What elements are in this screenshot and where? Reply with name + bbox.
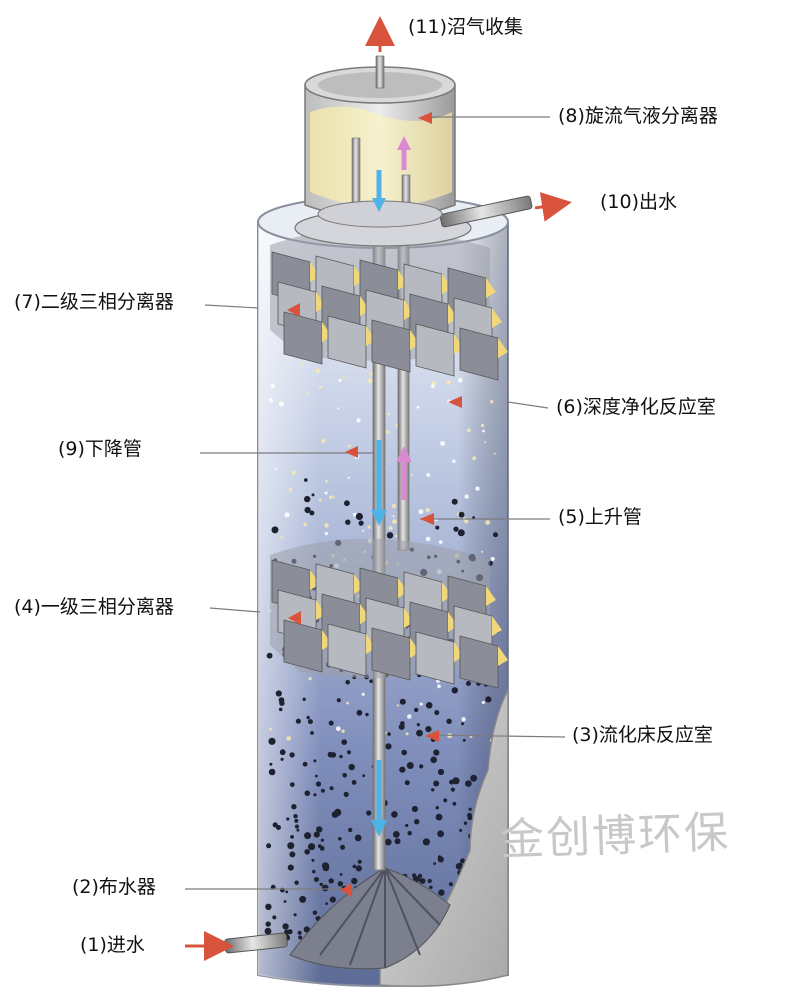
- cutaway-wall: [379, 689, 509, 987]
- watermark: 金创博环保: [499, 806, 731, 866]
- label-cyclone-separator: (8)旋流气液分离器: [558, 105, 718, 127]
- cyclone-separator: [304, 66, 456, 228]
- label-downcomer: (9)下降管: [58, 438, 142, 460]
- separator-stage-2: [270, 228, 508, 381]
- label-fluidized-bed-room: (3)流化床反应室: [572, 724, 713, 746]
- separator-stage-1: [270, 538, 508, 689]
- label-riser: (5)上升管: [558, 506, 642, 528]
- indicator-arrows: [287, 112, 462, 897]
- water-distributor: [289, 867, 451, 970]
- biogas-pipe: [375, 55, 385, 89]
- label-biogas-collection: (11)沼气收集: [408, 16, 524, 38]
- label-water-distributor: (2)布水器: [72, 876, 156, 898]
- label-first-separator: (4)一级三相分离器: [14, 596, 174, 618]
- flow-arrows: [371, 136, 412, 837]
- label-second-separator: (7)二级三相分离器: [14, 291, 174, 313]
- label-water-inlet: (1)进水: [80, 934, 145, 956]
- outlet-pipe: [439, 195, 533, 228]
- label-water-outlet: (10)出水: [600, 191, 678, 213]
- leader-lines: [185, 16, 572, 961]
- label-deep-purification-room: (6)深度净化反应室: [556, 396, 716, 418]
